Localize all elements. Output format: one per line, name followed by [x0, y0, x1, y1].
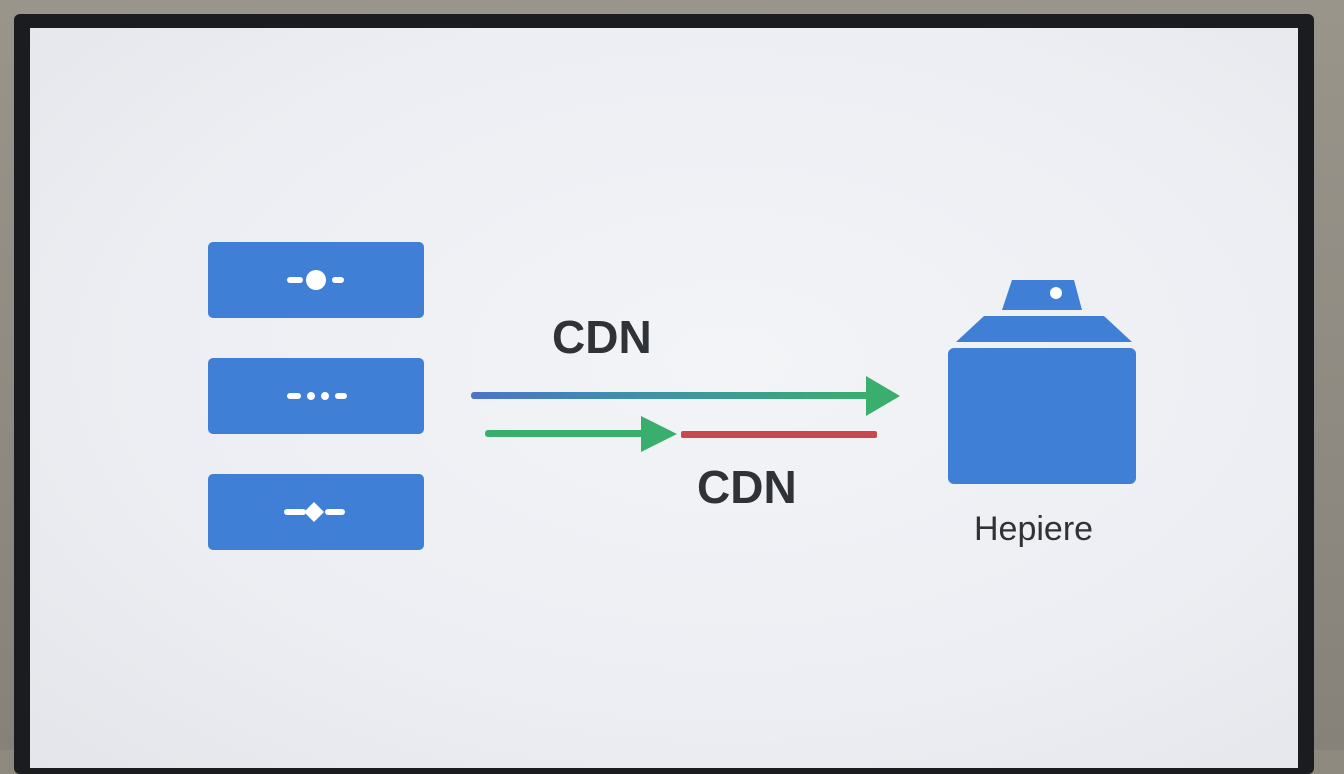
server-3 — [208, 474, 424, 550]
device-label: Hepiere — [974, 510, 1094, 548]
top-cdn-arrow — [471, 376, 900, 416]
dots-indicator-icon — [287, 392, 347, 400]
storage-device-icon — [948, 280, 1136, 484]
bottom-green-arrow — [485, 416, 677, 452]
bottom-cdn-label: CDN — [697, 461, 797, 513]
server-1 — [208, 242, 424, 318]
top-cdn-label: CDN — [552, 311, 652, 363]
server-2 — [208, 358, 424, 434]
connection-arrows — [471, 376, 900, 452]
red-link-line — [681, 431, 877, 438]
diamond-indicator-icon — [284, 502, 345, 522]
dot-indicator-icon — [287, 270, 344, 290]
